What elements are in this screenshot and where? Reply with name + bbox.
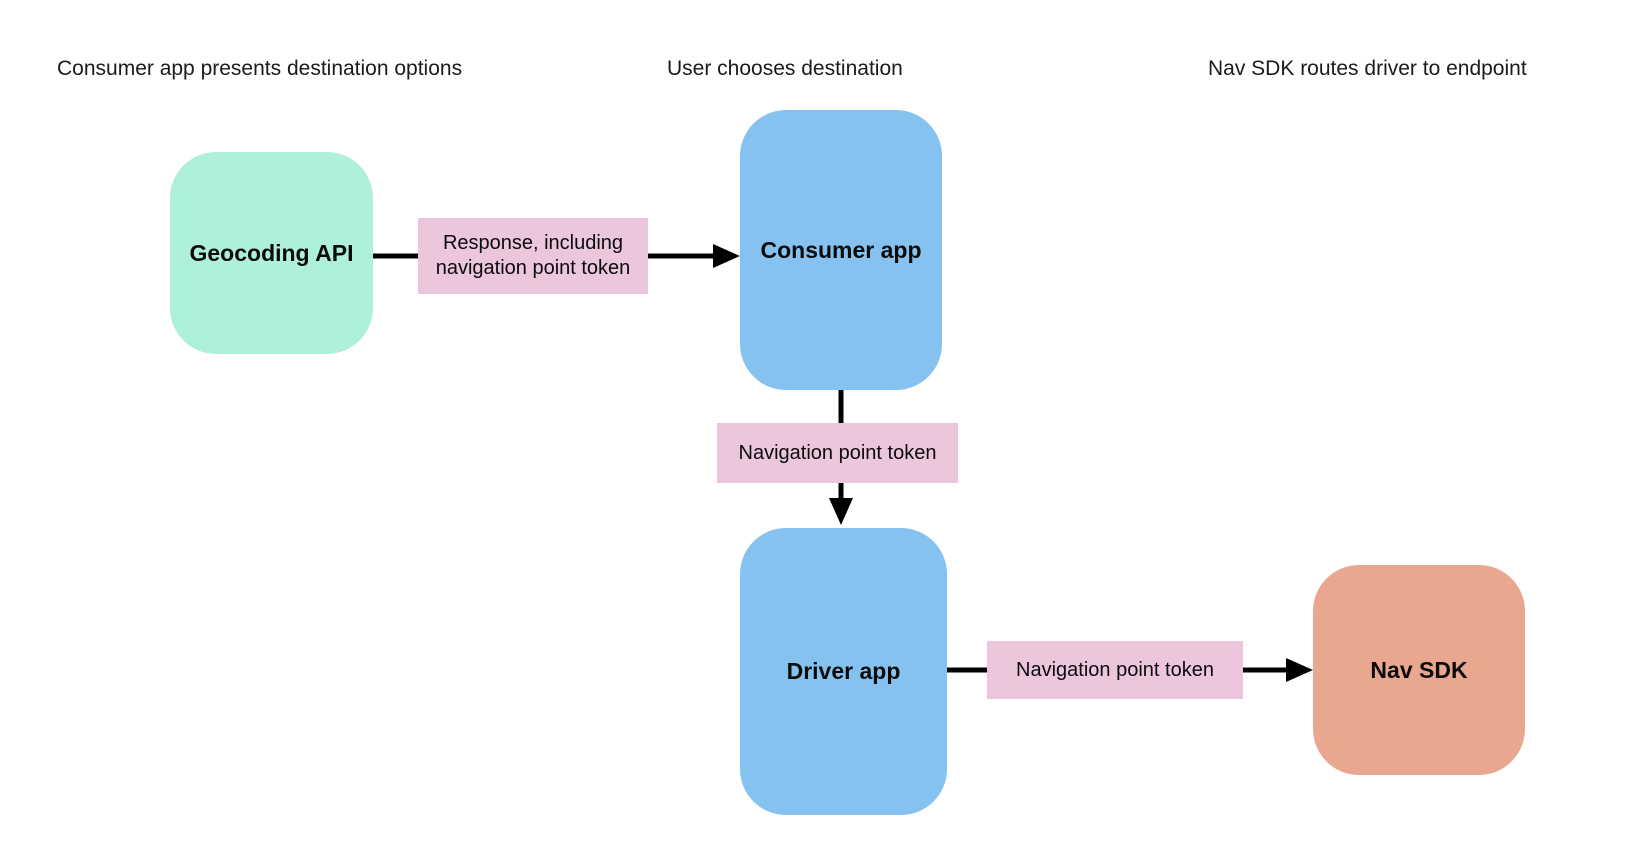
edge-label-navigation-point-token-2: Navigation point token bbox=[987, 641, 1243, 699]
column-header-user-chooses: User chooses destination bbox=[667, 57, 903, 80]
column-header-consumer-presents: Consumer app presents destination option… bbox=[57, 57, 463, 80]
node-geocoding-api: Geocoding API bbox=[170, 152, 373, 354]
arrowhead-right-icon bbox=[713, 244, 740, 268]
node-geocoding-api-label: Geocoding API bbox=[189, 239, 354, 266]
edge-label-navigation-point-token-1: Navigation point token bbox=[717, 423, 958, 483]
column-header-navsdk-routes: Nav SDK routes driver to endpoint bbox=[1208, 57, 1527, 80]
node-nav-sdk-label: Nav SDK bbox=[1370, 656, 1468, 683]
edge-label-response-token: Response, including navigation point tok… bbox=[418, 218, 648, 294]
arrowhead-right-icon bbox=[1286, 658, 1313, 682]
node-consumer-app: Consumer app bbox=[740, 110, 942, 390]
node-nav-sdk: Nav SDK bbox=[1313, 565, 1525, 775]
arrowhead-down-icon bbox=[829, 498, 853, 525]
node-consumer-app-label: Consumer app bbox=[760, 236, 922, 263]
node-driver-app: Driver app bbox=[740, 528, 947, 815]
node-driver-app-label: Driver app bbox=[786, 658, 901, 684]
